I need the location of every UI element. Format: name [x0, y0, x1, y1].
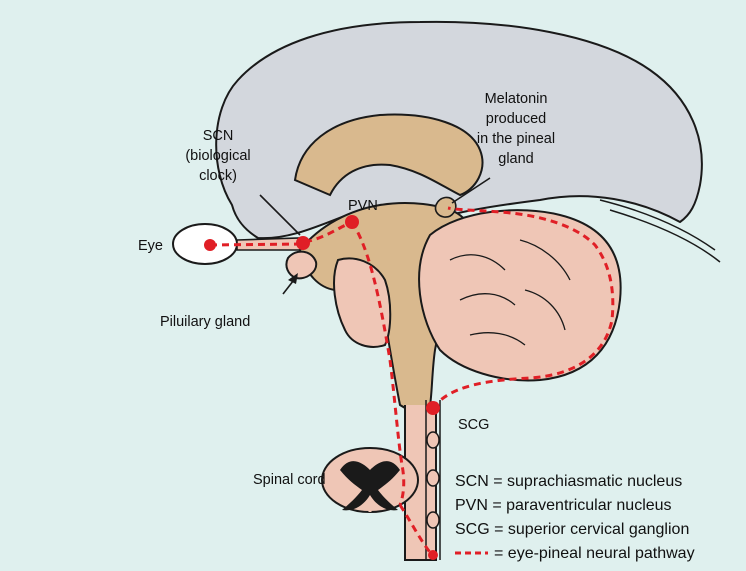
- legend-scn: SCN = suprachiasmatic nucleus: [455, 473, 682, 490]
- melatonin-label-line3: in the pineal: [477, 131, 555, 147]
- pvn-node: [345, 215, 359, 229]
- pituitary-gland: [286, 252, 316, 279]
- chain-ganglion: [427, 432, 439, 448]
- scn-node: [296, 236, 310, 250]
- pineal-gland: [435, 197, 455, 217]
- retina-node: [204, 239, 216, 251]
- eye-label: Eye: [138, 238, 163, 254]
- melatonin-label-line1: Melatonin: [485, 91, 548, 107]
- scg-label: SCG: [458, 417, 489, 433]
- melatonin-label-line2: produced: [486, 111, 546, 127]
- legend-pathway: = eye-pineal neural pathway: [494, 545, 695, 562]
- scn-label-line1: SCN: [203, 128, 234, 144]
- chain-ganglion: [427, 470, 439, 486]
- legend-scg: SCG = superior cervical ganglion: [455, 521, 689, 538]
- scg-node: [426, 401, 440, 415]
- pvn-label: PVN: [348, 198, 378, 214]
- melatonin-label-line4: gland: [498, 151, 533, 167]
- scn-label-line2: (biological: [185, 148, 250, 164]
- pituitary-label: Piluilary gland: [160, 314, 250, 330]
- cord-exit-node: [428, 550, 438, 560]
- cerebellum: [419, 210, 621, 380]
- spinal-cord-label: Spinal cord: [253, 472, 326, 488]
- legend-pvn: PVN = paraventricular nucleus: [455, 497, 672, 514]
- scn-label-line3: clock): [199, 168, 237, 184]
- chain-ganglion: [427, 512, 439, 528]
